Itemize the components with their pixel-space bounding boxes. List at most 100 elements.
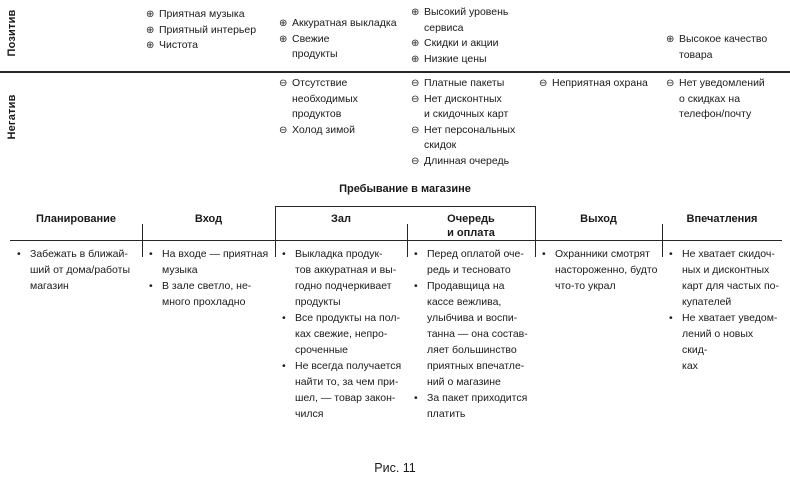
- positive-negative-divider: [0, 71, 790, 73]
- bullet-icon: •: [17, 248, 21, 260]
- journey-note: • Не хватает уведом- лений о новых скид- …: [669, 310, 780, 374]
- item-text: Отсутствие необходимых продуктов: [292, 77, 358, 120]
- plus-circle-icon: ⊕: [146, 9, 155, 20]
- journey-note: •Не всегда получается найти то, за чем п…: [282, 358, 405, 422]
- bullet-icon: •: [669, 312, 673, 324]
- positive-impressions-items: ⊕Высокое качество товара: [662, 32, 782, 67]
- table-top-rule: [10, 240, 782, 241]
- note-text: Все продукты на пол- ках свежие, непро- …: [295, 312, 400, 356]
- bullet-icon: •: [414, 280, 418, 292]
- hall-cell: •Выкладка продук- тов аккуратная и вы- г…: [275, 244, 407, 422]
- column-header-hall: Зал: [331, 213, 351, 225]
- positive-item: ⊕Высокое качество товара: [666, 32, 780, 63]
- item-text: Низкие цены: [424, 52, 487, 65]
- item-text: Приятная музыка: [159, 8, 245, 20]
- impressions-cell: • Не хватает скидоч- ных и дисконтных кар…: [662, 244, 782, 422]
- positive-item: ⊕ Приятный интерьер: [146, 23, 273, 39]
- negative-item: ⊖Нет дисконтных и скидочных карт: [411, 92, 533, 123]
- bullet-icon: •: [149, 248, 153, 260]
- plus-circle-icon: ⊕: [279, 33, 288, 45]
- positive-item: ⊕ Приятная музыка: [146, 7, 273, 23]
- column-divider: [407, 224, 408, 257]
- column-divider: [535, 224, 536, 257]
- note-text: Не хватает скидоч- ных и дисконтных карт…: [682, 248, 779, 308]
- negative-planning-items: [10, 76, 142, 169]
- positive-band: ⊕ Приятная музыка ⊕ Приятный интерьер ⊕ Чисто…: [10, 4, 782, 67]
- item-text: Высокий уровень сервиса: [424, 6, 509, 34]
- journey-header-row: Планирование Вход Зал Очередь и оплата В…: [10, 206, 782, 240]
- item-text: Неприятная охрана: [552, 77, 648, 89]
- positive-item: ⊕Аккуратная выкладка: [279, 16, 405, 32]
- note-text: Охранники смотрят настороженно, будто чт…: [555, 248, 658, 292]
- positive-item: ⊕ Скидки и акции: [411, 36, 533, 52]
- journey-note: • Перед оплатой оче- редь и тесновато: [414, 246, 533, 278]
- journey-note: •Выкладка продук- тов аккуратная и вы- г…: [282, 246, 405, 310]
- negative-item: ⊖Платные пакеты: [411, 76, 533, 92]
- minus-circle-icon: ⊖: [666, 78, 675, 89]
- positive-exit-items: [535, 4, 662, 67]
- queue-payment-cell: • Перед оплатой оче- редь и тесновато • Про…: [407, 244, 535, 422]
- item-text: Скидки и акции: [424, 37, 499, 49]
- minus-circle-icon: ⊖: [411, 124, 420, 136]
- plus-circle-icon: ⊕: [146, 24, 155, 36]
- minus-circle-icon: ⊖: [279, 78, 288, 89]
- negative-item: ⊖ Холод зимой: [279, 123, 405, 139]
- column-header-exit: Выход: [580, 213, 617, 225]
- note-text: Не хватает уведом- лений о новых скид- к…: [682, 312, 778, 372]
- journey-note: • Не хватает скидоч- ных и дисконтных кар…: [669, 246, 780, 310]
- note-text: Продавщица на кассе вежлива, улыбчива и …: [427, 280, 528, 388]
- note-text: За пакет приходится платить: [427, 392, 528, 420]
- negative-item: ⊖ Длинная очередь: [411, 154, 533, 170]
- plus-circle-icon: ⊕: [411, 53, 420, 65]
- item-text: Холод зимой: [292, 123, 355, 136]
- positive-entrance-items: ⊕ Приятная музыка ⊕ Приятный интерьер ⊕ Чисто…: [142, 7, 275, 67]
- negative-item: ⊖ Нет персональных скидок: [411, 123, 533, 154]
- negative-impressions-items: ⊖Нет уведомлений о скидках на телефон/по…: [662, 76, 782, 169]
- journey-note: •В зале светло, не- много прохладно: [149, 278, 273, 310]
- plus-circle-icon: ⊕: [279, 18, 288, 29]
- plus-circle-icon: ⊕: [411, 7, 420, 18]
- note-text: Перед оплатой оче- редь и тесновато: [427, 248, 524, 276]
- positive-hall-items: ⊕Аккуратная выкладка⊕ Свежие продукты: [275, 16, 407, 67]
- note-text: Не всегда получается найти то, за чем пр…: [295, 360, 402, 420]
- figure-caption: Рис. 11: [374, 461, 416, 475]
- journey-note: • На входе — приятная музыка: [149, 246, 273, 278]
- item-text: Приятный интерьер: [159, 23, 257, 36]
- minus-circle-icon: ⊖: [539, 78, 548, 89]
- column-divider: [275, 224, 276, 257]
- bullet-icon: •: [414, 248, 418, 260]
- item-text: Высокое качество товара: [679, 33, 768, 61]
- plus-circle-icon: ⊕: [146, 40, 155, 51]
- column-divider: [142, 224, 143, 257]
- positive-planning-items: [10, 4, 142, 67]
- positive-item: ⊕ Свежие продукты: [279, 32, 405, 63]
- plus-circle-icon: ⊕: [411, 38, 420, 49]
- group-header-in-store: Пребывание в магазине: [339, 183, 471, 195]
- item-text: Нет персональных скидок: [424, 123, 516, 152]
- negative-item: ⊖ Отсутствие необходимых продуктов: [279, 76, 405, 123]
- column-divider: [662, 224, 663, 257]
- column-header-impressions: Впечатления: [686, 213, 758, 225]
- item-text: Длинная очередь: [424, 154, 510, 167]
- negative-queue-items: ⊖Платные пакеты⊖Нет дисконтных и скидочн…: [407, 76, 535, 169]
- negative-band: ⊖ Отсутствие необходимых продуктов ⊖ Холод …: [10, 76, 782, 169]
- item-text: Чистота: [159, 39, 198, 51]
- item-text: Нет дисконтных и скидочных карт: [424, 92, 509, 121]
- note-text: Забежать в ближай- ший от дома/работы ма…: [30, 248, 131, 292]
- group-box-border: [275, 206, 536, 240]
- bullet-icon: •: [149, 280, 153, 292]
- note-text: На входе — приятная музыка: [162, 248, 269, 276]
- positive-item: ⊕ Низкие цены: [411, 52, 533, 68]
- negative-entrance-items: [142, 76, 275, 169]
- minus-circle-icon: ⊖: [279, 124, 288, 136]
- planning-cell: • Забежать в ближай- ший от дома/работы м…: [10, 244, 142, 422]
- item-text: Свежие продукты: [292, 32, 338, 61]
- bullet-icon: •: [282, 312, 286, 324]
- negative-exit-items: ⊖ Неприятная охрана: [535, 76, 662, 169]
- minus-circle-icon: ⊖: [411, 155, 420, 167]
- minus-circle-icon: ⊖: [411, 78, 420, 89]
- entrance-cell: • На входе — приятная музыка•В зале светл…: [142, 244, 275, 422]
- column-header-planning: Планирование: [35, 213, 117, 225]
- bullet-icon: •: [669, 248, 673, 260]
